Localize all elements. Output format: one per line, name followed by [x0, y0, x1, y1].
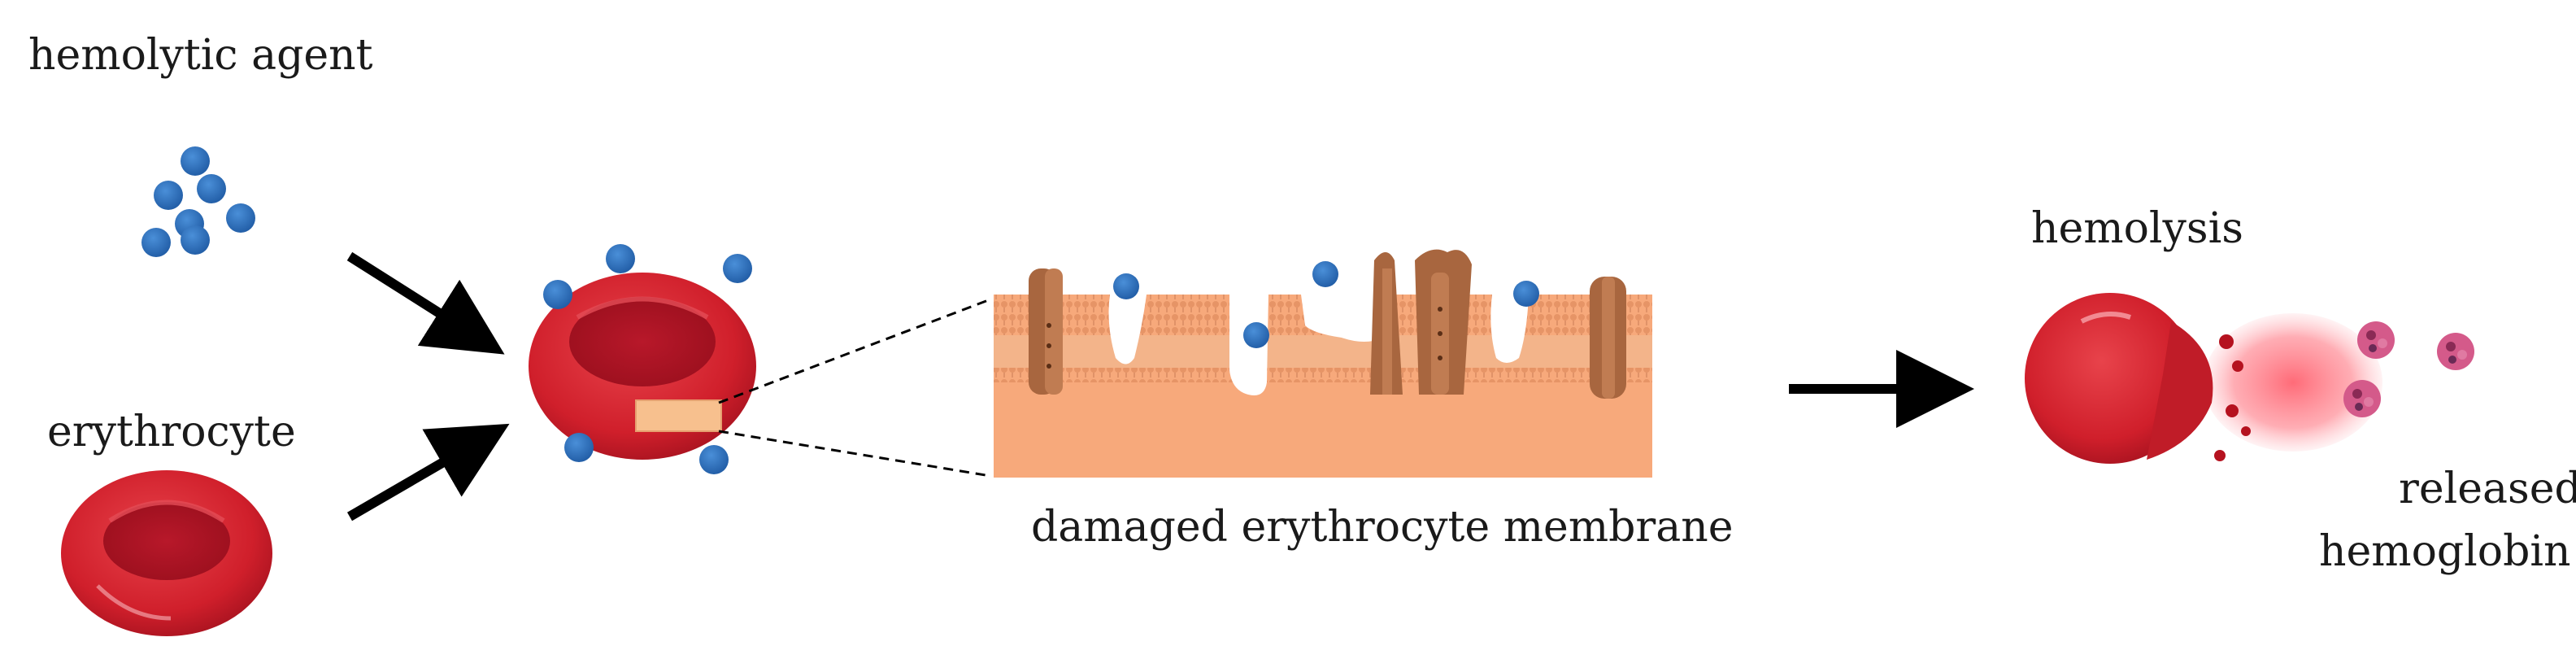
hemoglobin-particle-icon	[2343, 380, 2381, 417]
hemoglobin-particle-icon	[2437, 333, 2474, 370]
agent-bead-icon	[154, 181, 183, 210]
membrane-protein-icon	[1029, 268, 1063, 395]
hemoglobin-particle-icon	[2357, 321, 2395, 359]
arrow-icon	[346, 251, 505, 355]
erythrocyte-label: erythrocyte	[47, 408, 296, 456]
agent-bead-icon	[1312, 261, 1338, 287]
released-hemoglobin-label-line2: hemoglobin	[2319, 527, 2571, 576]
agent-bead-icon	[543, 280, 572, 309]
agent-bead-icon	[1113, 273, 1139, 299]
erythrocyte-icon	[61, 470, 272, 636]
agent-bead-icon	[197, 174, 226, 203]
agent-bead-icon	[1513, 281, 1539, 307]
agent-bead-icon	[226, 203, 255, 233]
hemolytic-agent-cluster	[141, 146, 255, 257]
agent-bead-icon	[606, 244, 635, 273]
agent-bead-icon	[1243, 322, 1269, 348]
hemoglobin-particles	[2343, 321, 2474, 417]
agent-bead-icon	[181, 225, 210, 255]
membrane-protein-icon	[1370, 252, 1403, 395]
membrane-patch-highlight	[635, 399, 722, 432]
agent-bead-icon	[141, 228, 171, 257]
membrane-damage-hole	[1108, 295, 1147, 364]
membrane-damage-hole	[1301, 295, 1382, 342]
membrane-protein-icon	[1590, 277, 1626, 399]
damaged-membrane-caption: damaged erythrocyte membrane	[1031, 503, 1734, 552]
arrow-icon	[346, 423, 510, 522]
released-hemoglobin-label-line1: released	[2399, 465, 2576, 513]
attacked-erythrocyte	[529, 244, 756, 474]
zoom-line	[718, 430, 991, 478]
agent-bead-icon	[699, 445, 729, 474]
membrane-closeup	[994, 249, 1652, 478]
zoom-line	[718, 298, 991, 404]
agent-bead-icon	[723, 254, 752, 283]
membrane-damage-hole	[1490, 295, 1529, 363]
hemolytic-agent-label: hemolytic agent	[28, 31, 373, 80]
agent-bead-icon	[181, 146, 210, 176]
lysing-erythrocyte-icon	[2025, 293, 2382, 464]
agent-bead-icon	[564, 433, 594, 462]
membrane-protein-icon	[1415, 249, 1472, 395]
hemolysis-label: hemolysis	[2031, 204, 2243, 253]
